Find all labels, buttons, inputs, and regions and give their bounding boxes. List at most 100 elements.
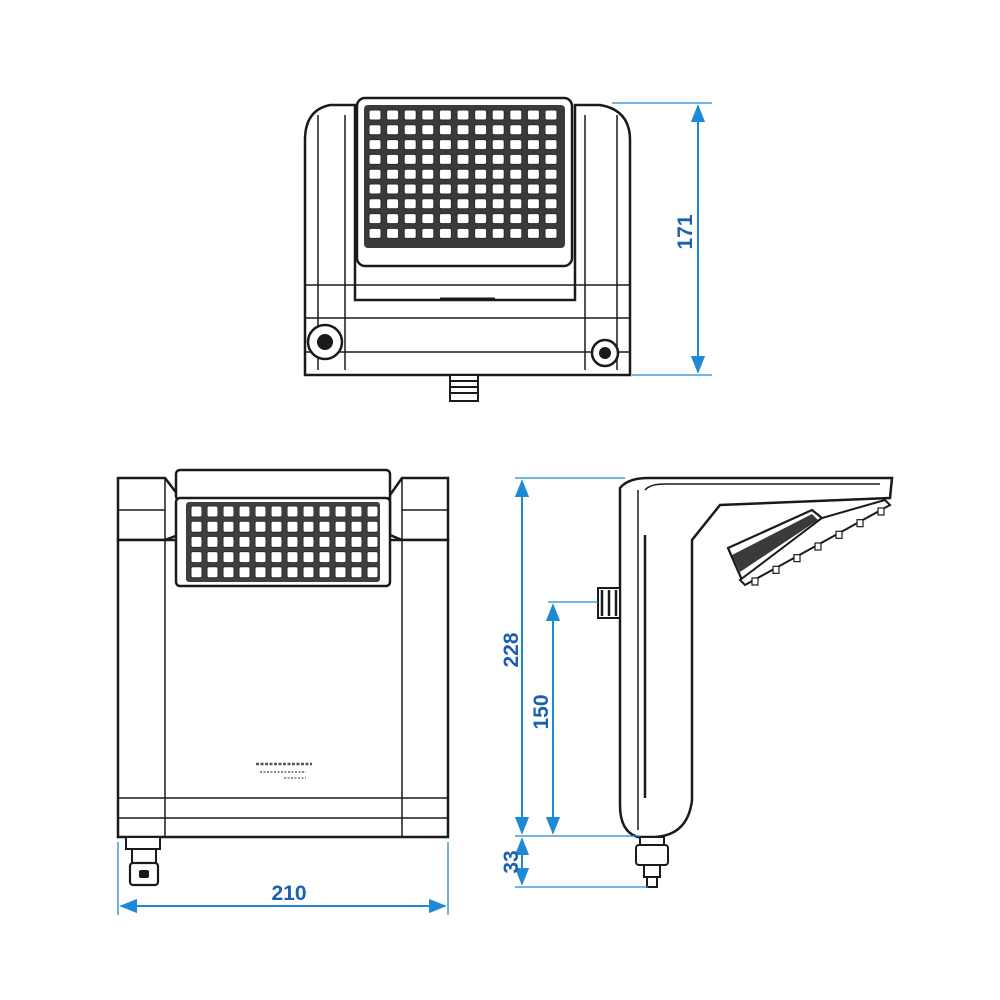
nozzle — [334, 505, 347, 518]
dim-side-height: 228 — [500, 477, 625, 835]
front-view-head-top — [174, 468, 392, 502]
nozzle — [368, 198, 382, 210]
nozzle — [403, 124, 417, 136]
nozzle — [366, 505, 379, 518]
top-view-body — [303, 103, 632, 377]
nozzle — [421, 198, 435, 210]
nozzle — [368, 139, 382, 151]
nozzle — [403, 183, 417, 195]
nozzle — [386, 227, 400, 239]
nozzle — [318, 520, 331, 533]
front-view: 210 — [116, 468, 450, 915]
nozzle — [350, 551, 363, 564]
nozzle — [206, 535, 219, 548]
nozzle — [302, 505, 315, 518]
nozzle — [238, 535, 251, 548]
nozzle — [286, 505, 299, 518]
nozzle — [456, 227, 470, 239]
nozzle — [368, 168, 382, 180]
nozzle — [286, 551, 299, 564]
nozzle — [403, 227, 417, 239]
nozzle — [334, 520, 347, 533]
nozzle — [206, 505, 219, 518]
nozzle — [190, 551, 203, 564]
nozzle — [366, 520, 379, 533]
nozzle — [318, 566, 331, 579]
nozzle — [491, 198, 505, 210]
nozzle — [491, 139, 505, 151]
nozzle — [491, 168, 505, 180]
nozzle — [270, 551, 283, 564]
nozzle — [544, 183, 558, 195]
nozzle — [509, 109, 523, 121]
side-view-nozzles — [751, 507, 885, 586]
nozzle — [386, 168, 400, 180]
top-view: 171 — [303, 96, 712, 402]
nozzle — [526, 183, 540, 195]
nozzle — [438, 124, 452, 136]
side-nozzle — [835, 530, 843, 539]
nozzle — [318, 551, 331, 564]
nozzle — [421, 139, 435, 151]
nozzle — [509, 139, 523, 151]
nozzle — [491, 227, 505, 239]
nozzle — [368, 153, 382, 165]
nozzle — [190, 520, 203, 533]
nozzle — [474, 168, 488, 180]
nozzle — [334, 535, 347, 548]
nozzle — [456, 109, 470, 121]
nozzle — [403, 198, 417, 210]
nozzle — [456, 213, 470, 225]
nozzle — [286, 520, 299, 533]
side-view-spray-head — [726, 498, 892, 587]
nozzle — [526, 124, 540, 136]
side-nozzle — [772, 565, 780, 574]
nozzle — [238, 505, 251, 518]
side-nozzle — [793, 554, 801, 563]
nozzle — [456, 198, 470, 210]
dim-top-height: 171 — [612, 102, 712, 376]
nozzle — [368, 183, 382, 195]
nozzle — [421, 109, 435, 121]
dim-228-label: 228 — [500, 632, 523, 667]
nozzle — [421, 168, 435, 180]
nozzle — [526, 213, 540, 225]
nozzle — [386, 153, 400, 165]
nozzle — [438, 168, 452, 180]
nozzle — [509, 153, 523, 165]
side-nozzle — [877, 507, 885, 516]
nozzle — [474, 198, 488, 210]
nozzle — [456, 139, 470, 151]
nozzle — [403, 213, 417, 225]
nozzle — [302, 566, 315, 579]
nozzle — [350, 535, 363, 548]
nozzle — [438, 227, 452, 239]
nozzle — [544, 227, 558, 239]
nozzle — [509, 213, 523, 225]
dim-150-label: 150 — [530, 694, 553, 729]
nozzle — [302, 551, 315, 564]
front-view-label-plate — [256, 762, 312, 779]
nozzle — [403, 109, 417, 121]
nozzle — [438, 198, 452, 210]
dim-side-inlet: 150 — [530, 601, 598, 835]
nozzle — [509, 198, 523, 210]
nozzle — [509, 168, 523, 180]
nozzle — [474, 124, 488, 136]
nozzle — [403, 139, 417, 151]
side-view: 228 150 33 — [500, 476, 894, 888]
nozzle — [474, 213, 488, 225]
nozzle — [438, 183, 452, 195]
nozzle — [222, 551, 235, 564]
nozzle — [491, 109, 505, 121]
nozzle — [456, 168, 470, 180]
nozzle — [368, 227, 382, 239]
nozzle — [421, 227, 435, 239]
nozzle — [366, 566, 379, 579]
side-nozzle — [751, 577, 759, 586]
nozzle — [421, 183, 435, 195]
front-view-right-ear — [388, 476, 450, 542]
nozzle — [270, 520, 283, 533]
nozzle — [386, 109, 400, 121]
